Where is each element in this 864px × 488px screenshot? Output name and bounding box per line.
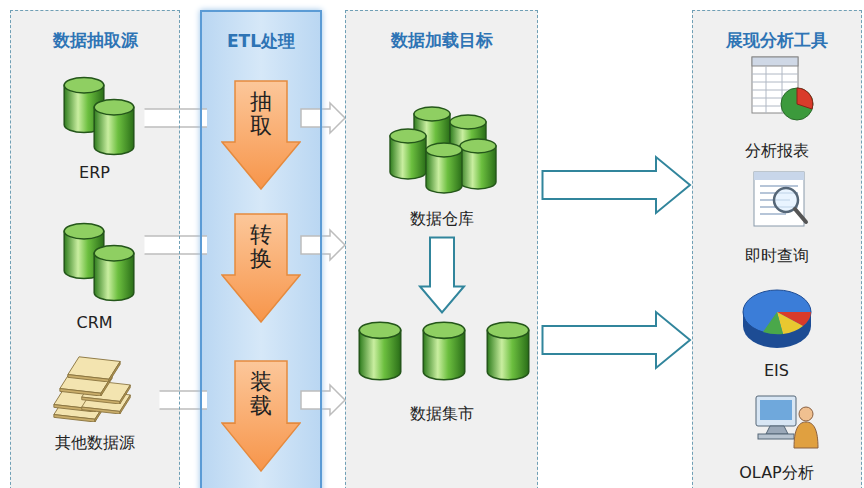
olap-icon	[756, 396, 818, 448]
node-label: 数据集市	[410, 405, 474, 423]
icon-node: 分析报表	[712, 55, 842, 160]
panel-ground	[345, 10, 538, 488]
process-arrow: 转换	[221, 213, 301, 323]
node-label: 即时查询	[745, 247, 809, 265]
panel: ETL处理抽取转换装载	[200, 10, 322, 488]
icon-node: EIS	[712, 280, 842, 380]
panel: 数据抽取源 ERP CRM 其他数据源	[10, 10, 180, 488]
hollow-arrow	[543, 312, 691, 368]
node-label: EIS	[764, 362, 789, 380]
node-label: ERP	[79, 164, 110, 182]
arrow-body	[145, 109, 208, 127]
mart-cylinders	[359, 322, 528, 380]
hollow-arrow	[145, 109, 208, 127]
report-icon	[752, 57, 813, 120]
icon-node: OLAP分析	[712, 390, 842, 482]
query-icon	[754, 172, 806, 226]
panel-heading: 展现分析工具	[693, 29, 861, 51]
node-label: 转换	[250, 223, 272, 271]
panel-heading: ETL处理	[202, 30, 320, 52]
hollow-arrow	[301, 230, 345, 260]
node-label: 分析报表	[745, 142, 809, 160]
node-label: OLAP分析	[739, 464, 813, 482]
erp-cylinders	[64, 78, 134, 155]
icon-node: 即时查询	[712, 165, 842, 265]
panel: 展现分析工具分析报表即时查询 EIS OLAP分析	[692, 10, 862, 488]
hollow-arrow	[420, 238, 464, 313]
hollow-arrow	[145, 236, 208, 254]
node-label: 其他数据源	[55, 434, 135, 452]
warehouse-cylinders	[390, 107, 496, 193]
icon-node: CRM	[45, 215, 145, 332]
arrow-body	[145, 236, 208, 254]
paper-stack	[54, 357, 130, 422]
hollow-arrow	[301, 103, 345, 133]
icon-node: 数据集市	[350, 315, 535, 423]
node-label: CRM	[76, 314, 112, 332]
hollow-arrow	[543, 157, 691, 213]
node-label: 数据仓库	[410, 210, 474, 228]
icon-node: ERP	[45, 70, 145, 182]
process-arrow: 抽取	[221, 80, 301, 190]
crm-cylinders	[64, 224, 134, 301]
panel-heading: 数据抽取源	[11, 29, 179, 51]
process-arrow: 装载	[221, 360, 301, 472]
eis-pie	[743, 290, 811, 348]
node-label: 抽取	[250, 90, 272, 138]
panel-ground	[692, 10, 862, 488]
node-label: 装载	[250, 370, 272, 418]
icon-node: 其他数据源	[30, 345, 160, 452]
panel-heading: 数据加载目标	[346, 29, 537, 51]
hollow-arrow	[301, 385, 345, 415]
panel: 数据加载目标数据仓库数据集市	[345, 10, 538, 488]
icon-node: 数据仓库	[360, 100, 525, 228]
